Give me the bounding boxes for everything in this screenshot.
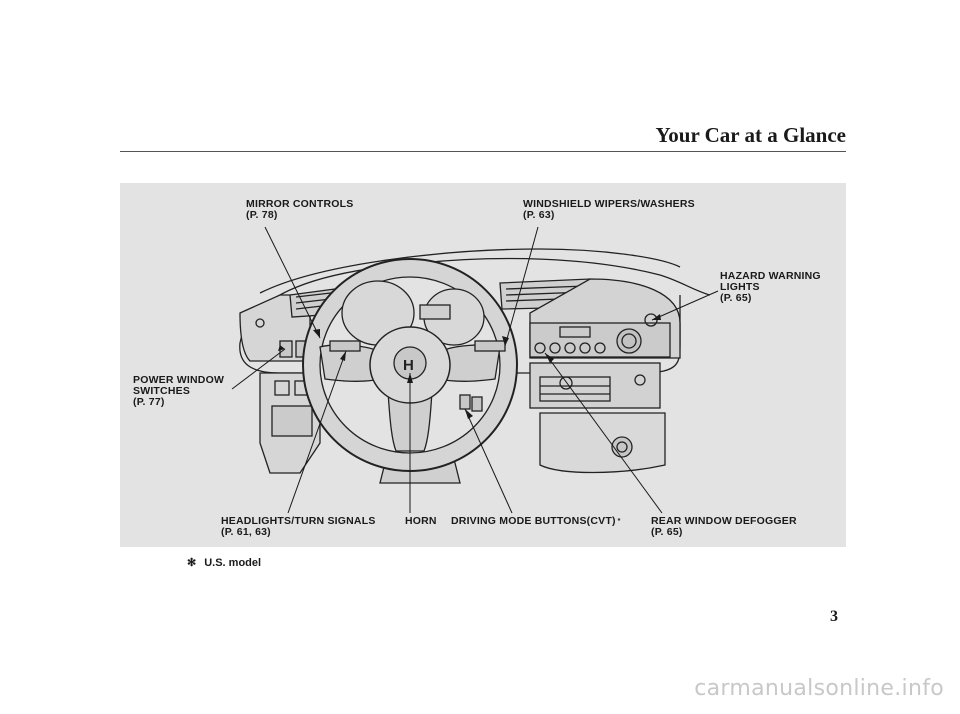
mode-button-b [471, 396, 483, 412]
dash-top-outline [239, 257, 711, 344]
leader-wipers [504, 226, 539, 347]
headlight-stalk [329, 340, 361, 352]
mode-button-a [459, 394, 471, 410]
asterisk-icon: ✻ [187, 557, 197, 569]
callout-headlights-name: HEADLIGHTS/TURN SIGNALS [221, 515, 376, 527]
climate-knob [616, 328, 642, 354]
callout-defogger-page: (P. 65) [651, 526, 683, 538]
leader-driving-mode [464, 408, 513, 514]
leader-hazard [651, 290, 719, 321]
audio-panel [529, 322, 671, 358]
page-title: Your Car at a Glance [655, 123, 846, 147]
callout-hazard-line2: LIGHTS [720, 281, 760, 293]
footnote-text: U.S. model [204, 557, 262, 569]
callout-power-line1: POWER WINDOW [133, 374, 225, 386]
callout-hazard-line1: HAZARD WARNING [720, 270, 821, 282]
page-number: 3 [830, 608, 838, 625]
callout-driving-mode-text: DRIVING MODE BUTTONS(CVT) [451, 515, 616, 527]
leader-defogger [544, 352, 663, 514]
lower-tray [539, 412, 666, 474]
wiper-stalk [474, 340, 506, 352]
dashboard-illustration: H [231, 226, 719, 514]
leader-headlights [287, 350, 347, 514]
callout-power-line2: SWITCHES [133, 385, 191, 397]
footnote: ✻ U.S. model [187, 556, 261, 569]
callout-rear-defogger: REAR WINDOW DEFOGGER (P. 65) [651, 516, 797, 538]
callout-power-page: (P. 77) [133, 396, 165, 408]
leader-power-window [231, 348, 286, 390]
callout-wipers-page: (P. 63) [523, 209, 555, 221]
callout-hazard-page: (P. 65) [720, 292, 752, 304]
callout-driving-mode-name: DRIVING MODE BUTTONS(CVT)* [451, 516, 621, 527]
callout-horn-name: HORN [405, 515, 437, 527]
left-knob [255, 318, 265, 328]
watermark[interactable]: carmanualsonline.info [694, 676, 944, 701]
callout-horn: HORN [405, 516, 437, 527]
callout-wipers-name: WINDSHIELD WIPERS/WASHERS [523, 198, 695, 210]
callout-defogger-name: REAR WINDOW DEFOGGER [651, 515, 797, 527]
callout-power-window: POWER WINDOW SWITCHES (P. 77) [133, 375, 224, 408]
callout-hazard-lights: HAZARD WARNING LIGHTS (P. 65) [720, 271, 821, 304]
callout-driving-mode: DRIVING MODE BUTTONS(CVT)* [451, 516, 621, 527]
callout-driving-mode-mark: * [617, 518, 621, 525]
callout-mirror-controls: MIRROR CONTROLS (P. 78) [246, 199, 353, 221]
callout-mirror-name: MIRROR CONTROLS [246, 198, 354, 210]
dashboard-figure: H MI [120, 183, 846, 547]
callout-headlights-page: (P. 61, 63) [221, 526, 271, 538]
callout-windshield-wipers: WINDSHIELD WIPERS/WASHERS (P. 63) [523, 199, 695, 221]
callout-mirror-page: (P. 78) [246, 209, 278, 221]
header-rule [120, 151, 846, 152]
svg-text:H: H [403, 357, 414, 374]
callout-headlights: HEADLIGHTS/TURN SIGNALS (P. 61, 63) [221, 516, 376, 538]
leader-mirror [264, 226, 321, 339]
dash-top-edge [259, 248, 681, 294]
